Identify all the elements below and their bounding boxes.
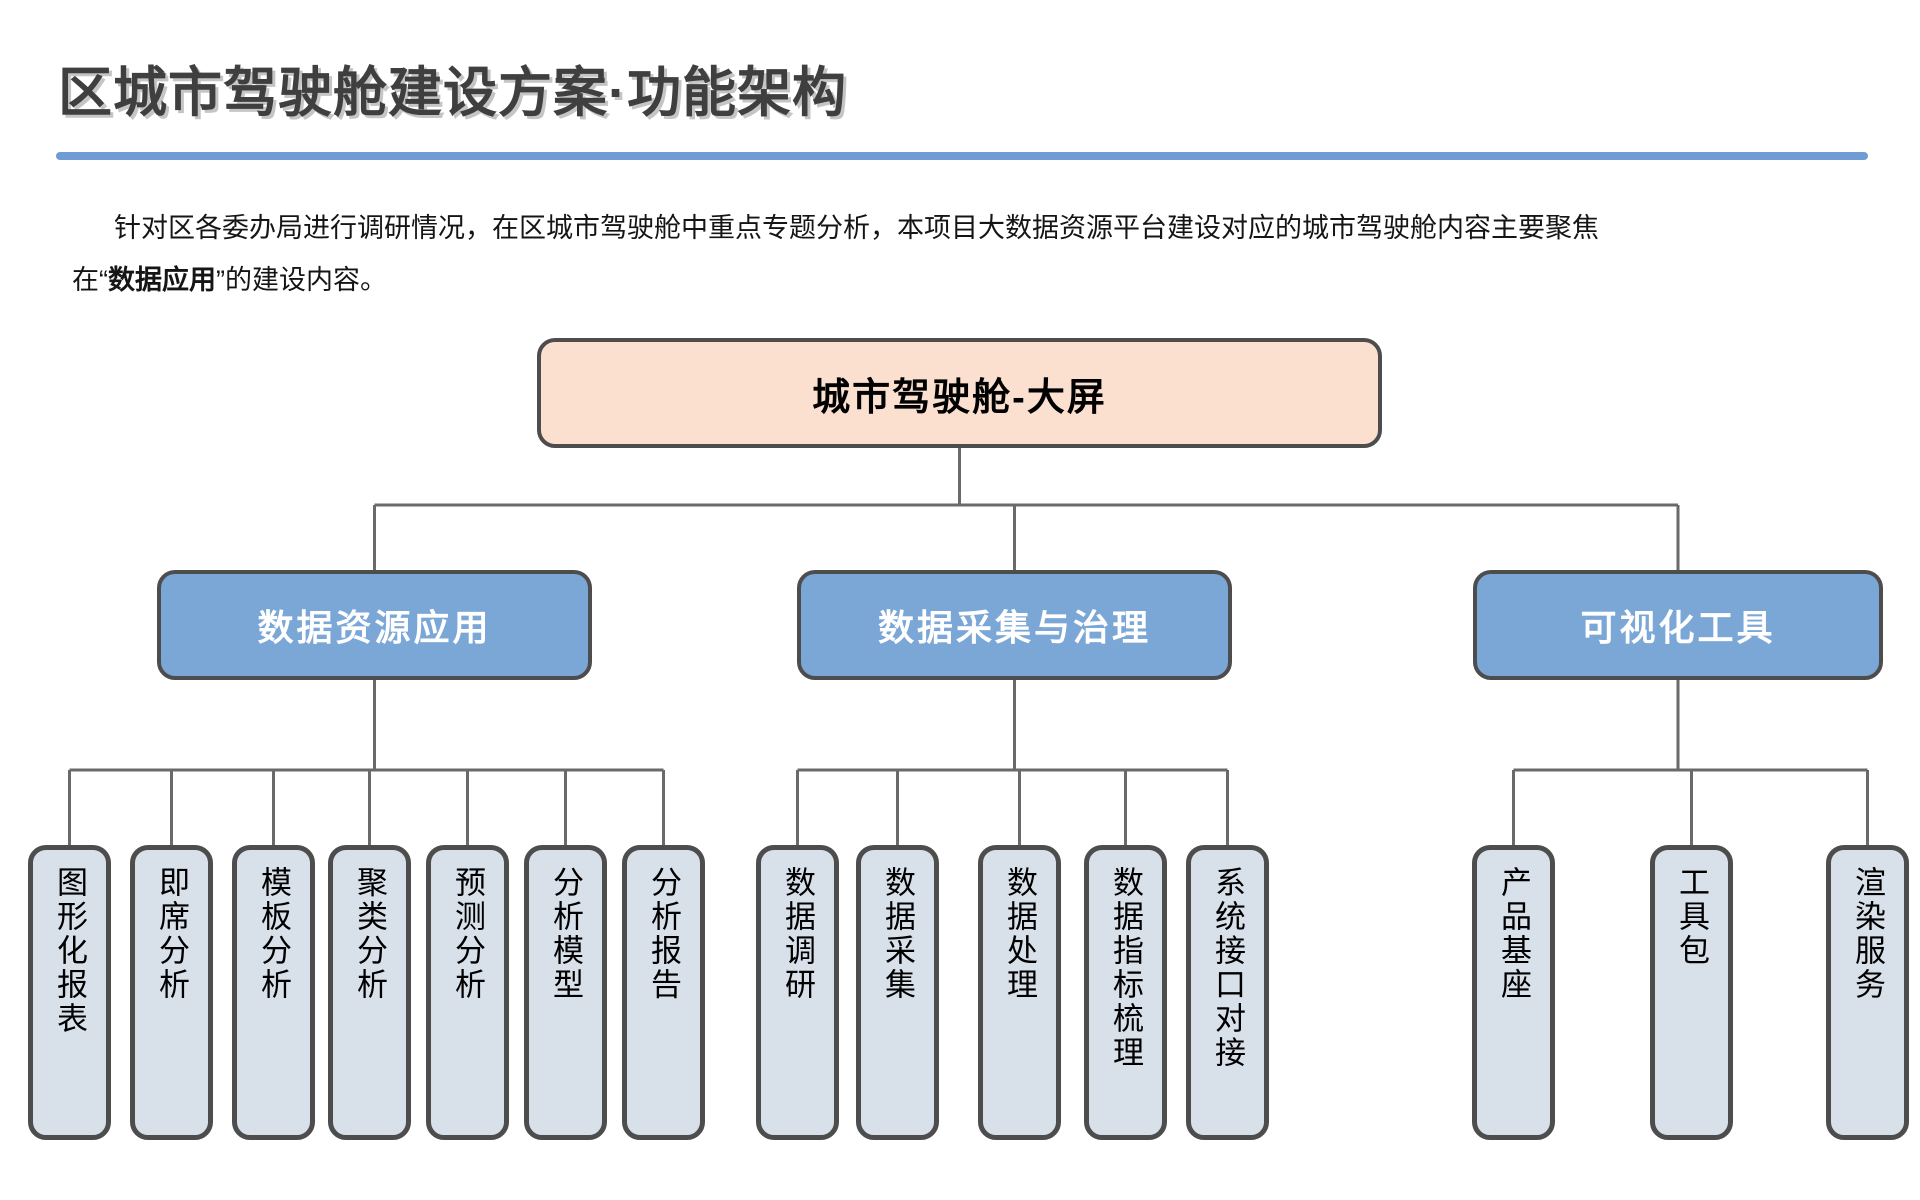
branch-node-2-label: 数据采集与治理 (877, 607, 1151, 648)
intro-emphasis: 数据应用 (108, 265, 216, 295)
leaf-node-2-5[interactable]: 系统接口对接 (1186, 845, 1269, 1140)
intro-paragraph: 针对区各委办局进行调研情况，在区城市驾驶舱中重点专题分析，本项目大数据资源平台建… (72, 202, 1862, 306)
leaf-node-2-1[interactable]: 数据调研 (756, 845, 839, 1140)
leaf-node-2-2-label: 数据采集 (880, 866, 915, 1002)
leaf-node-2-5-label: 系统接口对接 (1210, 866, 1245, 1070)
leaf-node-1-5-label: 预测分析 (450, 866, 485, 1002)
leaf-node-1-4[interactable]: 聚类分析 (328, 845, 411, 1140)
leaf-node-1-7[interactable]: 分析报告 (622, 845, 705, 1140)
leaf-node-1-5[interactable]: 预测分析 (426, 845, 509, 1140)
branch-node-3[interactable]: 可视化工具 (1473, 570, 1883, 680)
title-divider-rule (56, 152, 1868, 160)
leaf-node-1-1-label: 图形化报表 (52, 866, 87, 1036)
leaf-node-3-3-label: 渲染服务 (1850, 866, 1885, 1002)
root-node-city-cockpit[interactable]: 城市驾驶舱-大屏 (537, 338, 1382, 448)
root-node-city-cockpit-label: 城市驾驶舱-大屏 (812, 376, 1107, 419)
leaf-node-3-1-label: 产品基座 (1496, 866, 1531, 1002)
intro-line-2-prefix: 在“ (72, 265, 108, 295)
page-title: 区城市驾驶舱建设方案·功能架构 (58, 63, 847, 123)
leaf-node-1-3[interactable]: 模板分析 (232, 845, 315, 1140)
branch-node-2[interactable]: 数据采集与治理 (797, 570, 1232, 680)
leaf-node-1-4-label: 聚类分析 (352, 866, 387, 1002)
leaf-node-2-1-label: 数据调研 (780, 866, 815, 1002)
leaf-node-3-2-label: 工具包 (1674, 866, 1709, 968)
leaf-node-2-4[interactable]: 数据指标梳理 (1084, 845, 1167, 1140)
intro-line-2: 在“数据应用”的建设内容。 (72, 254, 1862, 306)
leaf-node-1-6[interactable]: 分析模型 (524, 845, 607, 1140)
leaf-node-1-2-label: 即席分析 (154, 866, 189, 1002)
intro-line-1: 针对区各委办局进行调研情况，在区城市驾驶舱中重点专题分析，本项目大数据资源平台建… (114, 213, 1599, 243)
leaf-node-2-2[interactable]: 数据采集 (856, 845, 939, 1140)
leaf-node-1-1[interactable]: 图形化报表 (28, 845, 111, 1140)
leaf-node-3-1[interactable]: 产品基座 (1472, 845, 1555, 1140)
leaf-node-2-3[interactable]: 数据处理 (978, 845, 1061, 1140)
branch-node-3-label: 可视化工具 (1580, 607, 1776, 648)
intro-line-2-suffix: ”的建设内容。 (216, 265, 387, 295)
leaf-node-1-7-label: 分析报告 (646, 866, 681, 1002)
branch-node-1-label: 数据资源应用 (257, 607, 492, 648)
branch-node-1[interactable]: 数据资源应用 (157, 570, 592, 680)
leaf-node-1-6-label: 分析模型 (548, 866, 583, 1002)
leaf-node-1-3-label: 模板分析 (256, 866, 291, 1002)
leaf-node-2-4-label: 数据指标梳理 (1108, 866, 1143, 1070)
leaf-node-3-2[interactable]: 工具包 (1650, 845, 1733, 1140)
leaf-node-3-3[interactable]: 渲染服务 (1826, 845, 1909, 1140)
leaf-node-1-2[interactable]: 即席分析 (130, 845, 213, 1140)
leaf-node-2-3-label: 数据处理 (1002, 866, 1037, 1002)
